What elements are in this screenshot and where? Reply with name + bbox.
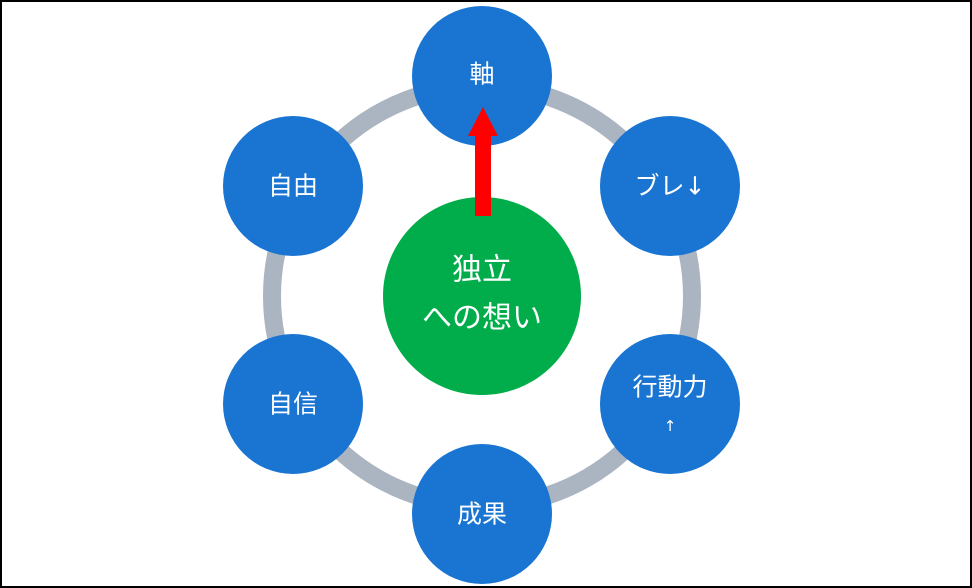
- node-confidence-circle: [223, 334, 363, 474]
- node-wobble: ブレ↓: [600, 116, 740, 256]
- center-circle: [383, 197, 581, 395]
- node-freedom-label: 自由: [268, 172, 318, 201]
- node-confidence: 自信: [223, 334, 363, 474]
- arrow-shaft: [475, 134, 491, 216]
- red-up-arrow: [468, 107, 498, 216]
- node-freedom-circle: [223, 116, 363, 256]
- node-confidence-label: 自信: [268, 390, 318, 419]
- node-action-label: 行動力: [632, 373, 707, 402]
- node-results-circle: [412, 444, 552, 584]
- center-label-line1: 独立: [452, 253, 512, 288]
- arrow-head: [468, 107, 498, 136]
- node-results-label: 成果: [457, 500, 507, 529]
- node-action-up-arrow: ↑: [664, 417, 677, 435]
- node-action: 行動力 ↑: [600, 334, 740, 474]
- node-wobble-label: ブレ↓: [635, 172, 706, 201]
- node-axis-circle: [412, 6, 552, 146]
- node-freedom: 自由: [223, 116, 363, 256]
- node-wobble-circle: [600, 116, 740, 256]
- center-node: 独立 への想い: [383, 197, 581, 395]
- node-action-circle: [600, 334, 740, 474]
- node-axis-label: 軸: [469, 60, 494, 89]
- node-results: 成果: [412, 444, 552, 584]
- center-label-line2: への想い: [422, 301, 542, 336]
- node-axis: 軸: [412, 6, 552, 146]
